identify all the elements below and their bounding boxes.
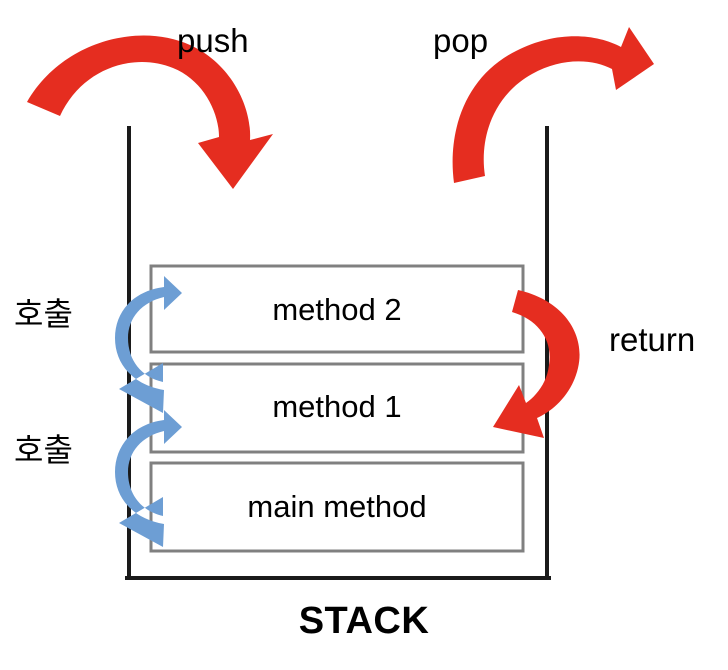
call-label-lower: 호출 bbox=[14, 432, 73, 468]
return-arrow-icon bbox=[493, 290, 580, 438]
call-arrow-upper-icon bbox=[115, 276, 182, 413]
stack-frame-label-method-1: method 1 bbox=[272, 389, 402, 424]
push-label: push bbox=[177, 22, 249, 59]
pop-label: pop bbox=[433, 22, 489, 59]
push-arrow-icon bbox=[27, 35, 273, 189]
call-label-upper: 호출 bbox=[14, 296, 73, 332]
pop-arrow-icon bbox=[452, 27, 654, 183]
stack-title: STACK bbox=[298, 600, 430, 642]
stack-frame-main-method bbox=[149, 461, 525, 553]
return-label: return bbox=[609, 321, 696, 358]
stack-frame-label-main-method: main method bbox=[247, 489, 427, 524]
stack-frame-label-method-2: method 2 bbox=[272, 292, 402, 327]
stack-frame-method-2 bbox=[149, 264, 525, 354]
stack-frame-method-1 bbox=[149, 362, 525, 454]
call-arrow-lower-icon bbox=[115, 410, 182, 547]
